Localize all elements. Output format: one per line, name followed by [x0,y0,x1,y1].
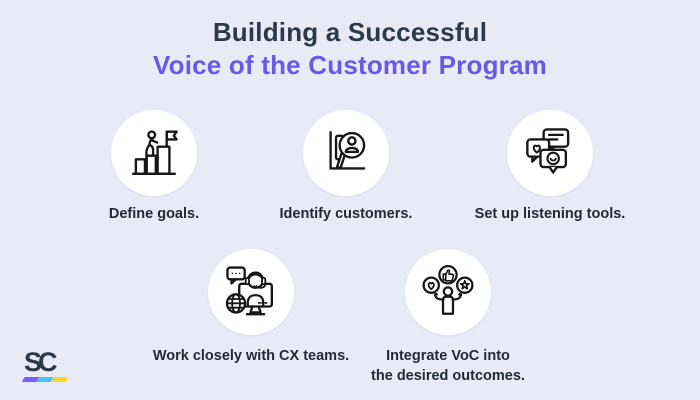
step-label: Define goals. [108,206,200,222]
step-cx-teams: Work closely with CX teams. [136,249,366,366]
goal-flag-stairs-icon [131,130,178,176]
brand-logo: SC [21,347,84,382]
step-integrate-voc: Integrate VoC into the desired outcomes. [333,249,563,386]
brand-logo-text: SC [24,347,58,377]
support-agent-monitor-icon [225,266,274,316]
brand-logo-underline [21,377,69,382]
title-line-1: Building a Successful [212,17,488,47]
step-label: Work closely with CX teams. [152,348,350,364]
customer-magnifier-chart-icon [329,130,366,170]
step-label: Integrate VoC into the desired outcomes. [371,348,525,384]
step-icon-circle [405,249,491,335]
step-listening-tools: Set up listening tools. [435,110,665,224]
step-icon-circle [208,249,294,335]
person-reactions-icon [422,265,474,315]
step-identify-customers: Identify customers. [231,110,461,224]
feedback-chat-bubbles-icon [526,128,570,174]
step-icon-circle [111,110,197,196]
step-label: Identify customers. [279,206,413,222]
title-line-2: Voice of the Customer Program [153,50,547,80]
step-icon-circle [507,110,593,196]
step-icon-circle [303,110,389,196]
logo-underline-yellow [51,377,69,382]
step-label: Set up listening tools. [474,206,626,222]
step-define-goals: Define goals. [39,110,269,224]
page-title: Building a Successful Voice of the Custo… [0,16,700,82]
